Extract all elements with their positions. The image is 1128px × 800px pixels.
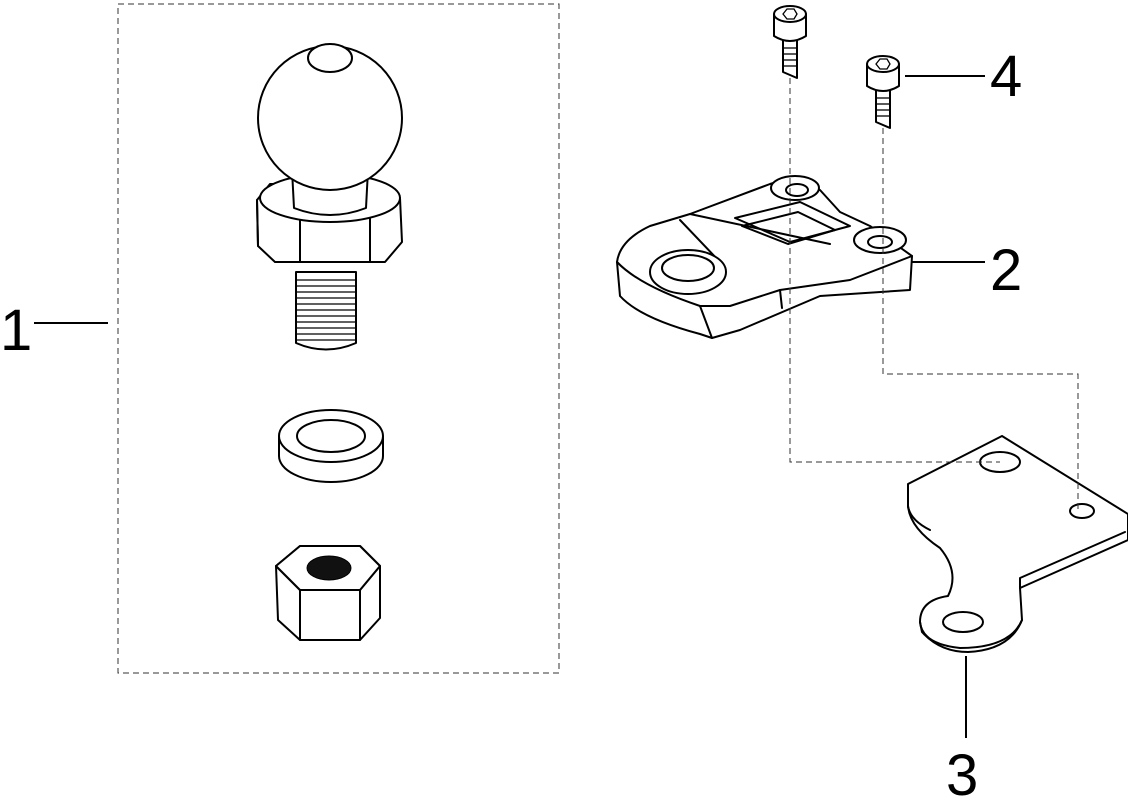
mounting-plate — [907, 435, 1128, 653]
washer — [278, 409, 384, 483]
assembly-1-group-box — [117, 3, 560, 674]
callout-label-1: 1 — [0, 298, 32, 363]
hex-nut — [275, 545, 381, 641]
guide-line-bolt-b — [882, 128, 1079, 511]
tow-bracket — [616, 175, 913, 339]
nut-bore — [306, 555, 352, 581]
callout-label-4: 4 — [990, 44, 1022, 109]
bolt-a — [773, 5, 807, 79]
bolt-b — [866, 55, 900, 129]
callout-label-2: 2 — [990, 238, 1022, 303]
callout-label-3: 3 — [946, 743, 978, 800]
guide-line-bolt-a — [789, 78, 1000, 463]
hitch-ball — [256, 43, 403, 351]
